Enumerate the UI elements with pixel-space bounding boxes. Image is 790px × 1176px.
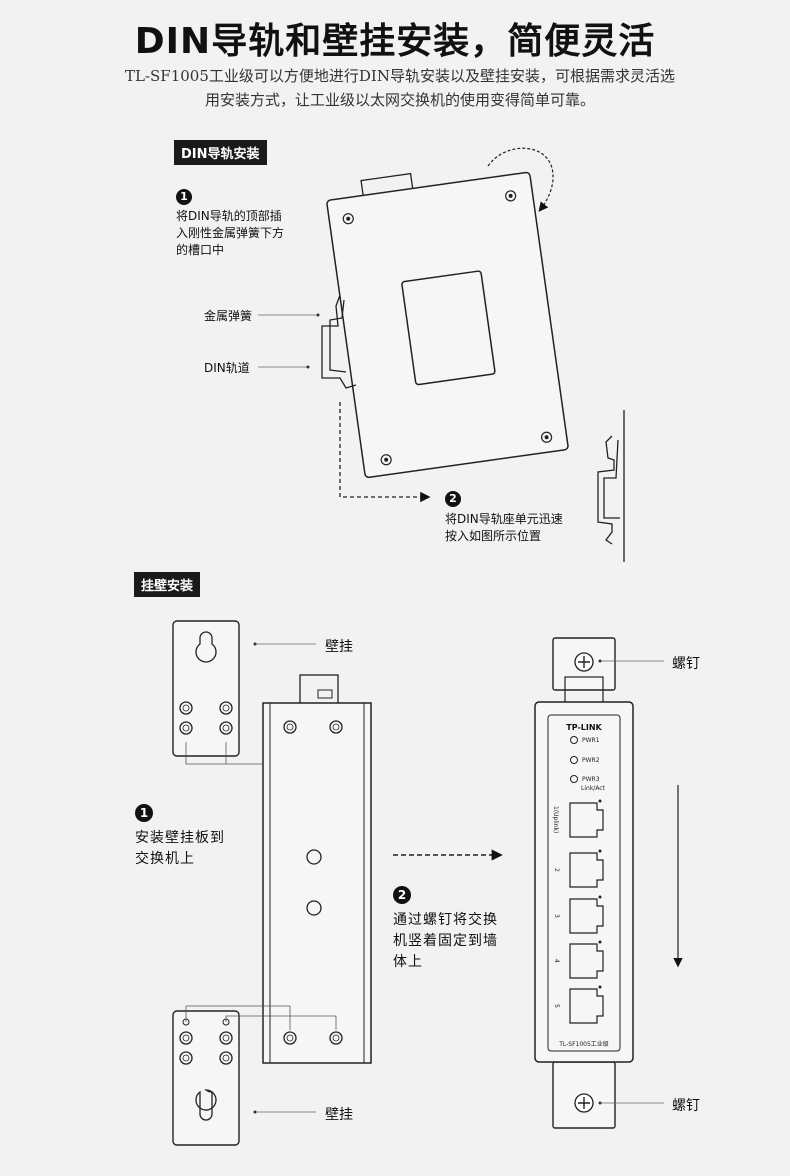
wall-step1-text: 安装壁挂板到 交换机上 — [135, 828, 225, 870]
description-line-2: 用安装方式，让工业级以太网交换机的使用变得简单可靠。 — [204, 91, 595, 109]
brand-logo: TP-LINK — [566, 723, 602, 732]
description-line-1: TL-SF1005工业级可以方便地进行DIN导轨安装以及壁挂安装，可根据需求灵活… — [125, 67, 675, 85]
installed-rail-clip — [597, 435, 615, 545]
rotation-arrow — [487, 147, 554, 212]
din-step1-number: 1 — [176, 189, 192, 205]
port-label-2: 2 — [553, 868, 560, 872]
page-title: DIN导轨和壁挂安装，简便灵活 — [134, 21, 656, 62]
led-label-pwr1: PWR1 — [582, 737, 600, 744]
label-screw-bottom: 螺钉 — [672, 1098, 700, 1114]
description: TL-SF1005工业级可以方便地进行DIN导轨安装以及壁挂安装，可根据需求灵活… — [70, 64, 730, 112]
din-step2-text: 将DIN导轨座单元迅速 按入如图所示位置 — [445, 511, 563, 545]
label-bracket-top: 壁挂 — [325, 639, 353, 655]
din-rail-clip — [321, 294, 357, 389]
switch-rear — [262, 674, 372, 1064]
port-label-1: 1(Uplink) — [552, 806, 559, 833]
port-label-3: 3 — [553, 914, 560, 918]
led-label-pwr3: PWR3 — [582, 776, 600, 783]
link-act-label: Link/Act — [581, 785, 606, 792]
wall-step1-number: 1 — [135, 804, 153, 822]
din-step2-line: 将DIN导轨座单元迅速 — [445, 512, 563, 526]
tilted-switch — [326, 171, 569, 479]
led-label-pwr2: PWR2 — [582, 757, 600, 764]
port-label-4: 4 — [553, 959, 560, 963]
dashed-arrow — [339, 402, 431, 503]
din-step1-line: 将DIN导轨的顶部插 — [176, 209, 282, 223]
wall-bracket-top — [172, 620, 240, 757]
din-step2-number: 2 — [445, 491, 461, 507]
din-step1-line: 入刚性金属弹簧下方 — [176, 226, 285, 240]
wall-step1-line: 交换机上 — [135, 851, 195, 867]
label-bracket-bottom: 壁挂 — [325, 1107, 353, 1123]
wall-step1-line: 安装壁挂板到 — [135, 830, 225, 846]
label-din-rail: DIN轨道 — [204, 361, 250, 375]
model-label: TL-SF1005工业级 — [558, 1040, 609, 1048]
wall-step2-line: 通过螺钉将交换 — [393, 912, 498, 928]
wall-step2-line: 体上 — [393, 954, 423, 970]
label-screw-top: 螺钉 — [672, 656, 700, 672]
label-metal-spring: 金属弹簧 — [204, 309, 253, 323]
wall-step2-number: 2 — [393, 886, 411, 904]
wall-section-tag: 挂壁安装 — [134, 572, 201, 597]
port-label-5: 5 — [553, 1004, 560, 1008]
wall-step2-line: 机竖着固定到墙 — [393, 933, 498, 949]
din-section-tag: DIN导轨安装 — [174, 140, 267, 165]
wall-step2-text: 通过螺钉将交换 机竖着固定到墙 体上 — [393, 910, 498, 973]
wall-bracket-bottom — [172, 1010, 240, 1146]
din-step1-text: 将DIN导轨的顶部插 入刚性金属弹簧下方 的槽口中 — [176, 208, 284, 259]
din-step1-line: 的槽口中 — [176, 243, 225, 257]
din-step2-line: 按入如图所示位置 — [445, 529, 542, 543]
switch-front — [534, 637, 634, 1129]
